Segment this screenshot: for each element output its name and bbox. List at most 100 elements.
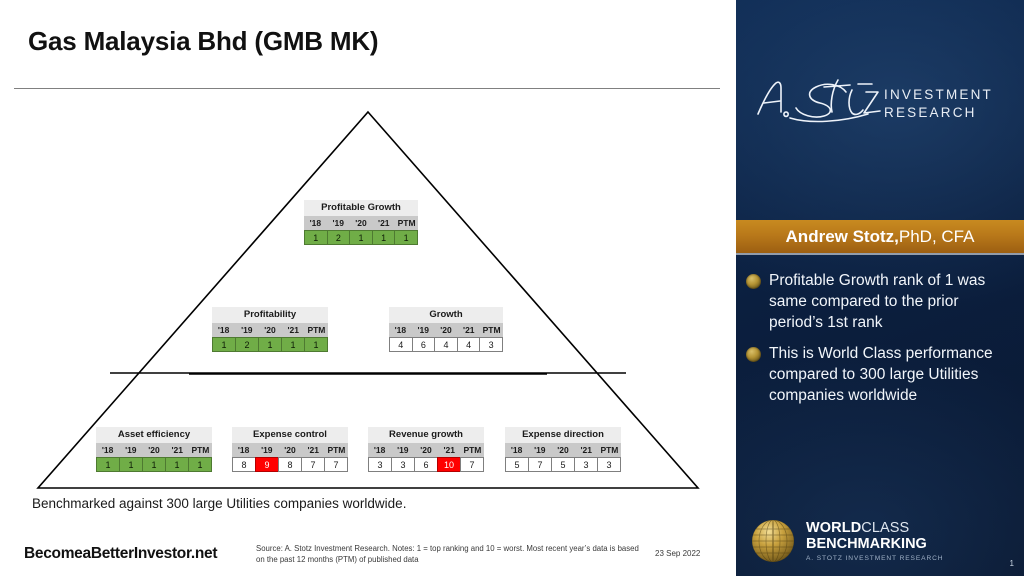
list-item: Profitable Growth rank of 1 was same com… xyxy=(736,270,1024,333)
rank-cell: 6 xyxy=(414,457,438,472)
metric-table-year-header: '18 '19 '20 '21 PTM xyxy=(96,443,212,457)
rank-cell: 3 xyxy=(368,457,392,472)
year-col-3: '21 xyxy=(307,445,319,455)
rank-cell: 4 xyxy=(434,337,458,352)
metric-table-title: Profitable Growth xyxy=(304,200,418,216)
page-title: Gas Malaysia Bhd (GMB MK) xyxy=(28,26,379,56)
rank-cell: 9 xyxy=(255,457,279,472)
rank-cell: 5 xyxy=(551,457,575,472)
slide-main-area: Gas Malaysia Bhd (GMB MK) Profitable Gro… xyxy=(0,26,736,564)
rank-cell: 3 xyxy=(391,457,415,472)
rank-cell: 7 xyxy=(460,457,484,472)
rank-cell: 1 xyxy=(371,230,396,245)
globe-bullet-icon xyxy=(746,274,761,289)
metric-table-year-header: '18 '19 '20 '21 PTM xyxy=(212,323,328,337)
metric-table-values: 1 2 1 1 1 xyxy=(212,337,328,352)
rank-cell: 3 xyxy=(574,457,598,472)
rank-cell: 4 xyxy=(389,337,413,352)
metric-table-values: 8 9 8 7 7 xyxy=(232,457,348,472)
year-col-3: '21 xyxy=(287,325,299,335)
brand-url[interactable]: BecomeaBetterInvestor.net xyxy=(24,545,218,562)
rank-cell: 10 xyxy=(437,457,461,472)
metric-table-values: 5 7 5 3 3 xyxy=(505,457,621,472)
rank-cell: 1 xyxy=(349,230,373,245)
year-col-4: PTM xyxy=(482,325,501,335)
globe-bullet-icon xyxy=(746,347,761,362)
bullet-list: Profitable Growth rank of 1 was same com… xyxy=(736,270,1024,416)
year-col-1: '19 xyxy=(332,218,344,228)
year-col-3: '21 xyxy=(378,218,390,228)
metric-table-expense-control: Expense control '18 '19 '20 '21 PTM 8 9 … xyxy=(232,427,348,472)
rank-cell: 4 xyxy=(456,337,481,352)
rank-cell: 1 xyxy=(281,337,305,352)
metric-table-revenue-growth: Revenue growth '18 '19 '20 '21 PTM 3 3 6… xyxy=(368,427,484,472)
year-col-2: '20 xyxy=(264,325,276,335)
presenter-name: Andrew Stotz, xyxy=(785,226,899,246)
year-col-1: '19 xyxy=(397,445,409,455)
world-class-benchmarking-logo: WORLDCLASS BENCHMARKING A. STOTZ INVESTM… xyxy=(752,518,1002,566)
metric-table-profitable-growth: Profitable Growth '18 '19 '20 '21 PTM 1 … xyxy=(304,200,418,245)
rank-cell: 1 xyxy=(258,337,282,352)
wcb-word-class: CLASS xyxy=(861,520,910,536)
year-col-4: PTM xyxy=(327,445,346,455)
metric-table-title: Revenue growth xyxy=(368,427,484,443)
metric-table-year-header: '18 '19 '20 '21 PTM xyxy=(304,216,418,230)
page-number: 1 xyxy=(1009,559,1014,568)
rank-cell: 1 xyxy=(165,457,189,472)
year-col-3: '21 xyxy=(443,445,455,455)
rank-cell: 3 xyxy=(479,337,503,352)
year-col-2: '20 xyxy=(440,325,452,335)
globe-icon xyxy=(752,520,794,562)
stotz-logo: INVESTMENT RESEARCH xyxy=(736,68,1024,138)
metric-table-year-header: '18 '19 '20 '21 PTM xyxy=(232,443,348,457)
metric-table-expense-direction: Expense direction '18 '19 '20 '21 PTM 5 … xyxy=(505,427,621,472)
metric-table-values: 4 6 4 4 3 xyxy=(389,337,503,352)
year-col-0: '18 xyxy=(309,218,322,228)
stotz-logo-wordmark: INVESTMENT RESEARCH xyxy=(884,86,993,122)
year-col-0: '18 xyxy=(510,445,523,455)
wcb-line-world-class: WORLDCLASS xyxy=(806,520,943,536)
year-col-1: '19 xyxy=(241,325,253,335)
year-col-1: '19 xyxy=(125,445,137,455)
rank-cell: 2 xyxy=(326,230,351,245)
presenter-name-banner: Andrew Stotz, PhD, CFA xyxy=(736,220,1024,253)
rank-cell: 7 xyxy=(528,457,552,472)
logo-line-investment: INVESTMENT xyxy=(884,87,994,102)
metric-table-title: Asset efficiency xyxy=(96,427,212,443)
metric-table-values: 3 3 6 10 7 xyxy=(368,457,484,472)
metric-table-growth: Growth '18 '19 '20 '21 PTM 4 6 4 4 3 xyxy=(389,307,503,352)
list-item: This is World Class performance compared… xyxy=(736,343,1024,406)
year-col-4: PTM xyxy=(600,445,619,455)
slide-date: 23 Sep 2022 xyxy=(655,549,701,558)
year-col-0: '18 xyxy=(101,445,114,455)
rank-cell: 1 xyxy=(212,337,236,352)
rank-cell: 1 xyxy=(188,457,212,472)
year-col-3: '21 xyxy=(171,445,183,455)
bullet-text: Profitable Growth rank of 1 was same com… xyxy=(769,272,986,331)
year-col-4: PTM xyxy=(463,445,482,455)
rank-cell: 8 xyxy=(278,457,302,472)
rank-cell: 6 xyxy=(411,337,436,352)
stotz-signature-icon xyxy=(757,79,881,123)
pyramid-diagram xyxy=(0,100,736,500)
metric-table-title: Expense control xyxy=(232,427,348,443)
source-note: Source: A. Stotz Investment Research. No… xyxy=(256,544,639,564)
logo-line-research: RESEARCH xyxy=(884,105,977,120)
rank-cell: 1 xyxy=(96,457,120,472)
year-col-4: PTM xyxy=(191,445,210,455)
year-col-2: '20 xyxy=(148,445,160,455)
metric-table-asset-efficiency: Asset efficiency '18 '19 '20 '21 PTM 1 1… xyxy=(96,427,212,472)
rank-cell: 8 xyxy=(232,457,256,472)
rank-cell: 3 xyxy=(597,457,621,472)
year-col-0: '18 xyxy=(237,445,250,455)
bullet-text: This is World Class performance compared… xyxy=(769,345,993,404)
metric-table-title: Expense direction xyxy=(505,427,621,443)
year-col-3: '21 xyxy=(463,325,475,335)
metric-table-year-header: '18 '19 '20 '21 PTM xyxy=(505,443,621,457)
wcb-word-world: WORLD xyxy=(806,520,862,536)
benchmark-note: Benchmarked against 300 large Utilities … xyxy=(32,496,407,511)
metric-table-year-header: '18 '19 '20 '21 PTM xyxy=(389,323,503,337)
year-col-2: '20 xyxy=(284,445,296,455)
rank-cell: 1 xyxy=(304,337,328,352)
year-col-4: PTM xyxy=(307,325,326,335)
